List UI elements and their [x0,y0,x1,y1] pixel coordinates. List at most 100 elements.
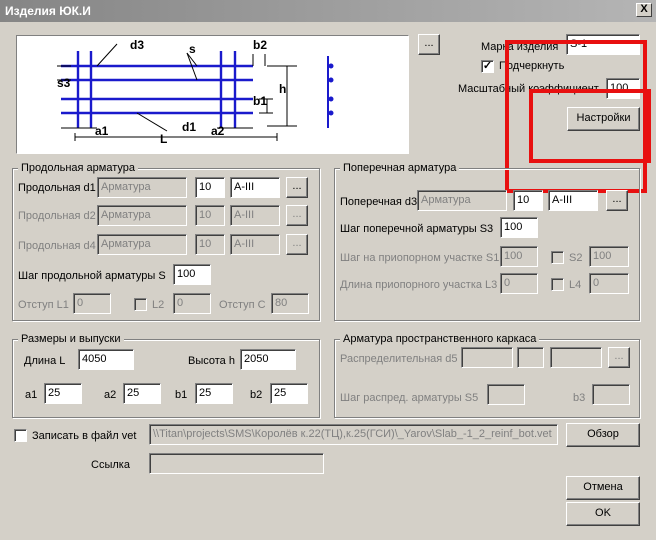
close-button[interactable]: X [636,3,652,17]
diagram-label-h: h [279,82,287,96]
reinforcement-diagram: d3 s b2 s3 h b1 a1 d1 L a2 [16,35,409,154]
write-vet-label: Записать в файл vet [32,430,137,442]
link-input[interactable] [149,453,324,474]
support-step-label: Шаг на приопорном участке S1 [340,252,500,264]
cancel-button[interactable]: Отмена [566,476,640,500]
diagram-label-a2: a2 [211,124,225,138]
support-length-label: Длина приопорного участка L3 [340,279,498,291]
trans-d3-type[interactable]: Арматура [417,190,507,211]
space-frame-title: Арматура пространственного каркаса [340,333,540,345]
long-d2-browse-button[interactable]: ... [286,205,308,226]
l4-label: L4 [569,279,582,291]
trans-rebar-group [334,168,640,321]
trans-rebar-title: Поперечная арматура [340,162,460,174]
long-d1-label: Продольная d1 [18,182,96,194]
offset-l1-label: Отступ L1 [18,299,69,311]
distrib-d5-diameter[interactable] [517,347,544,368]
long-d1-browse-button[interactable]: ... [286,177,308,198]
diagram-label-a1: a1 [95,124,109,138]
trans-d3-label: Поперечная d3 [340,196,418,208]
support-length-input[interactable]: 0 [500,273,538,294]
highlight-box-inner [529,89,651,163]
trans-step-label: Шаг поперечной арматуры S3 [340,223,494,235]
l4-checkbox[interactable] [551,278,564,291]
settings-button[interactable]: Настройки [567,107,640,131]
long-rebar-group [12,168,320,321]
window-title: Изделия ЮК.И [5,4,91,18]
underline-label: Подчеркнуть [499,60,565,72]
window-titlebar[interactable]: Изделия ЮК.И X [0,0,656,22]
diagram-label-s: s [189,42,196,56]
distrib-d5-browse-button[interactable]: ... [608,347,630,368]
l2-label: L2 [152,299,165,311]
long-d2-label: Продольная d2 [18,210,96,222]
write-vet-checkbox[interactable] [14,429,27,442]
offset-c-label: Отступ C [219,299,266,311]
l4-input[interactable]: 0 [589,273,629,294]
s2-input[interactable]: 100 [589,246,629,267]
diagram-label-s3: s3 [57,76,71,90]
diagram-label-b1: b1 [253,94,268,108]
b1-label: b1 [175,389,188,401]
diagram-label-d1: d1 [182,120,197,134]
distrib-d5-class[interactable] [550,347,602,368]
offset-l1-input[interactable]: 0 [73,293,111,314]
long-d4-type[interactable]: Арматура [97,234,187,255]
ok-button[interactable]: OK [566,502,640,526]
long-d4-class[interactable]: A-III [230,234,280,255]
height-label: Высота h [188,355,235,367]
trans-d3-class[interactable]: A-III [548,190,598,211]
vet-path-input[interactable]: \\Titan\projects\SMS\Королёв к.22(ТЦ),к.… [149,424,558,445]
b3-input[interactable] [592,384,630,405]
long-d2-diameter[interactable]: 10 [195,205,225,226]
s2-label: S2 [569,252,583,264]
long-d1-diameter[interactable]: 10 [195,177,225,198]
long-d4-diameter[interactable]: 10 [195,234,225,255]
a1-input[interactable]: 25 [44,383,82,404]
long-d2-class[interactable]: A-III [230,205,280,226]
diagram-label-b2: b2 [253,38,268,52]
mark-label: Марка изделия [481,41,559,53]
s2-checkbox[interactable] [551,251,564,264]
distrib-step-input[interactable] [487,384,525,405]
height-input[interactable]: 2050 [240,349,296,370]
mark-browse-button[interactable]: ... [418,34,440,55]
long-d4-label: Продольная d4 [18,240,96,252]
link-label: Ссылка [91,459,130,471]
offset-c-input[interactable]: 80 [271,293,309,314]
b3-label: b3 [573,392,586,404]
diagram-label-d3: d3 [130,38,145,52]
long-d1-class[interactable]: A-III [230,177,280,198]
l2-input[interactable]: 0 [173,293,211,314]
long-rebar-title: Продольная арматура [18,162,138,174]
trans-step-input[interactable]: 100 [500,217,538,238]
a1-label: a1 [25,389,38,401]
browse-file-button[interactable]: Обзор [566,423,640,447]
scale-input[interactable]: 100 [606,78,640,99]
b1-input[interactable]: 25 [195,383,233,404]
b2-label: b2 [250,389,263,401]
underline-checkbox[interactable]: ✓ [481,60,494,73]
l2-checkbox[interactable] [134,298,147,311]
dims-group [12,339,320,418]
a2-label: a2 [104,389,117,401]
diagram-label-L: L [160,132,168,146]
support-step-input[interactable]: 100 [500,246,538,267]
long-d4-browse-button[interactable]: ... [286,234,308,255]
b2-input[interactable]: 25 [270,383,308,404]
dims-title: Размеры и выпуски [18,333,124,345]
distrib-step-label: Шаг распред. арматуры S5 [340,392,479,404]
trans-d3-browse-button[interactable]: ... [606,190,628,211]
length-input[interactable]: 4050 [78,349,134,370]
long-step-label: Шаг продольной арматуры S [18,270,166,282]
a2-input[interactable]: 25 [123,383,161,404]
long-step-input[interactable]: 100 [173,264,211,285]
long-d2-type[interactable]: Арматура [97,205,187,226]
trans-d3-diameter[interactable]: 10 [513,190,543,211]
diagram-svg [57,43,334,141]
distrib-d5-type[interactable] [461,347,513,368]
long-d1-type[interactable]: Арматура [97,177,187,198]
distrib-d5-label: Распределительная d5 [340,353,458,365]
length-label: Длина L [24,355,66,367]
mark-input[interactable]: S-1 [566,34,640,55]
